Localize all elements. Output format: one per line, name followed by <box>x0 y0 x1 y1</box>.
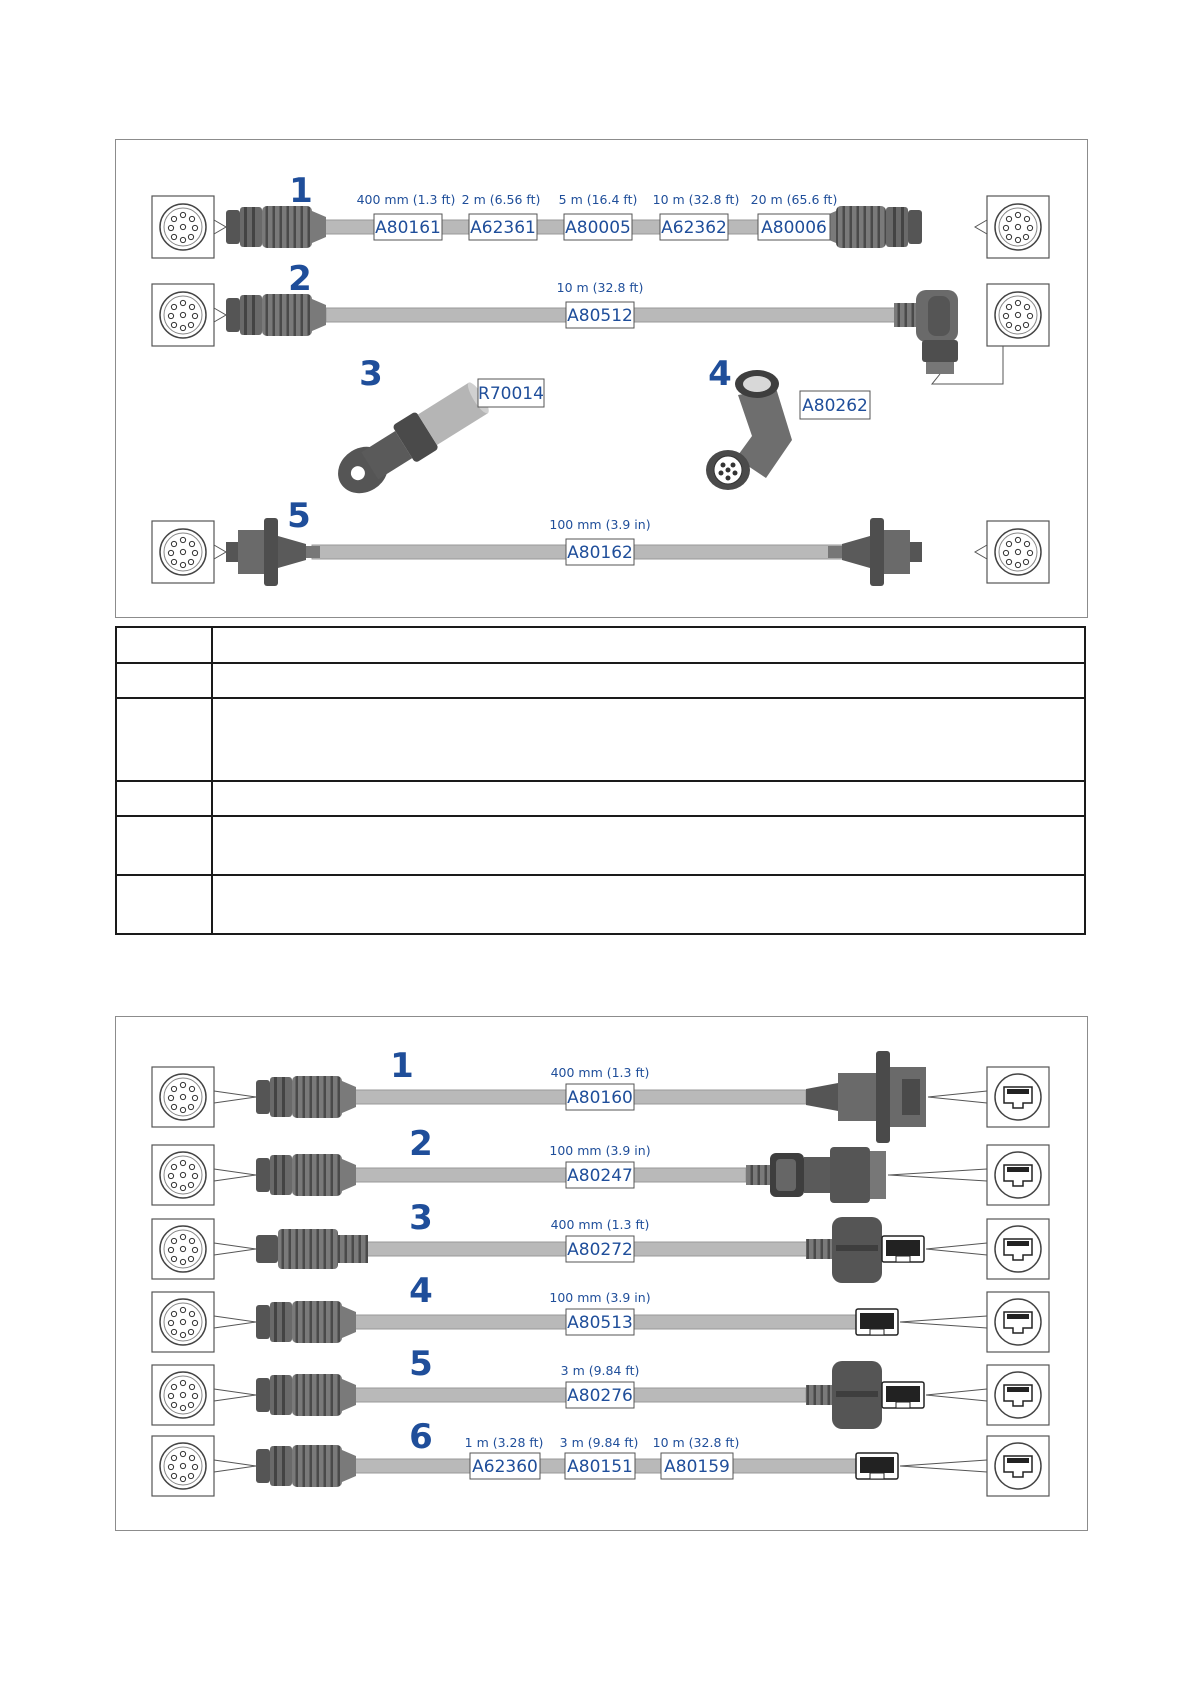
cable-5: 5 3 m (9.84 ft) A80276 <box>151 1344 1050 1429</box>
item-number: 1 <box>390 1046 414 1086</box>
plug-left <box>256 1374 356 1416</box>
plug-left <box>226 206 326 248</box>
part-number: A80160 <box>567 1088 633 1108</box>
item-number: 5 <box>287 496 311 536</box>
part-number: A80272 <box>567 1240 633 1260</box>
rj45-face <box>986 1435 1050 1497</box>
item-number: 2 <box>409 1124 433 1164</box>
table-row <box>115 626 1086 664</box>
table-row <box>115 662 1086 699</box>
connector-end-pin-face <box>986 520 1050 584</box>
part-number: A80162 <box>567 543 633 563</box>
plug-left <box>256 1301 356 1343</box>
plug-left <box>256 1076 356 1118</box>
cable-5: 5 100 mm (3.9 in) A80162 <box>151 496 1050 586</box>
rj45-panel-coupler <box>806 1051 926 1143</box>
part-number: A80513 <box>567 1313 633 1333</box>
rj45-gland-connector <box>746 1147 886 1203</box>
connector-end-pin-face <box>151 1291 215 1353</box>
rj45-face <box>986 1218 1050 1280</box>
cable-6: 6 1 m (3.28 ft) A62360 3 m (9.84 ft) A80… <box>151 1417 1050 1497</box>
connector-end-pin-face <box>151 283 215 347</box>
table-row <box>115 874 1086 935</box>
item-number: 1 <box>289 171 313 211</box>
figure-2-adaptor-cables: 1 400 mm (1.3 ft) A80160 2 100 mm (3.9 i… <box>115 1016 1088 1531</box>
rj45-boot-connector <box>806 1361 925 1429</box>
cable-2: 2 10 m (32.8 ft) A80512 <box>151 259 1050 385</box>
cable-length: 10 m (32.8 ft) <box>557 280 644 295</box>
item-number: 5 <box>409 1344 433 1384</box>
part-number: A80159 <box>664 1457 730 1477</box>
item-number: 3 <box>359 354 383 394</box>
connector-end-pin-face <box>151 520 215 584</box>
connector-end-pin-face <box>986 283 1050 347</box>
part-number: A80005 <box>565 218 631 238</box>
part-number: A80247 <box>567 1166 633 1186</box>
cable-length: 10 m (32.8 ft) <box>653 192 740 207</box>
part-number: A80161 <box>375 218 441 238</box>
part-number: A62361 <box>470 218 536 238</box>
cable-length: 400 mm (1.3 ft) <box>551 1217 650 1232</box>
figure-1-seatalk-cables: 1 400 mm (1.3 ft) A80161 2 m (6.56 ft) A… <box>115 139 1088 618</box>
item-number: 6 <box>409 1417 433 1457</box>
connector-end-pin-face <box>151 1435 215 1497</box>
cable-length: 400 mm (1.3 ft) <box>357 192 456 207</box>
connector-end-pin-face <box>151 1144 215 1206</box>
cable-2: 2 100 mm (3.9 in) A80247 <box>151 1124 1050 1206</box>
plug-left <box>256 1154 356 1196</box>
part-number: A80006 <box>761 218 827 238</box>
connector-end-pin-face <box>151 1066 215 1128</box>
cable-4: 4 100 mm (3.9 in) A80513 <box>151 1271 1050 1353</box>
cable-length: 100 mm (3.9 in) <box>549 1143 650 1158</box>
cable-length: 20 m (65.6 ft) <box>751 192 838 207</box>
cable-length: 3 m (9.84 ft) <box>561 1363 640 1378</box>
plug-left <box>256 1229 368 1269</box>
panel-mount-plug-right <box>828 518 922 586</box>
table-row <box>115 697 1086 782</box>
table-row <box>115 815 1086 876</box>
cable-length: 100 mm (3.9 in) <box>549 1290 650 1305</box>
cable-length: 5 m (16.4 ft) <box>559 192 638 207</box>
rj45-boot-connector <box>806 1217 925 1283</box>
right-angle-adaptor-4: 4 A80262 <box>706 354 871 490</box>
rj45-face <box>986 1066 1050 1128</box>
part-number: A62360 <box>472 1457 538 1477</box>
part-number: A80151 <box>567 1457 633 1477</box>
right-angle-plug <box>894 290 958 374</box>
rj45-face <box>986 1144 1050 1206</box>
part-number: A80276 <box>567 1386 633 1406</box>
rj45-plug <box>855 1452 899 1480</box>
cable-1: 1 400 mm (1.3 ft) A80161 2 m (6.56 ft) A… <box>151 171 1050 259</box>
connector-end-pin-face <box>986 195 1050 259</box>
connector-end-pin-face <box>151 1364 215 1426</box>
table-row <box>115 780 1086 817</box>
connector-cap-3: 3 R70014 <box>338 354 545 494</box>
item-number: 3 <box>409 1198 433 1238</box>
item-number: 2 <box>288 259 312 299</box>
plug-left <box>226 294 326 336</box>
cable-length: 400 mm (1.3 ft) <box>551 1065 650 1080</box>
rj45-face <box>986 1364 1050 1426</box>
plug-left <box>256 1445 356 1487</box>
cable-length: 10 m (32.8 ft) <box>653 1435 740 1450</box>
cable-length: 100 mm (3.9 in) <box>549 517 650 532</box>
cable-length: 3 m (9.84 ft) <box>560 1435 639 1450</box>
cable-length: 1 m (3.28 ft) <box>465 1435 544 1450</box>
part-number: R70014 <box>478 384 544 404</box>
connector-end-pin-face <box>151 195 215 259</box>
part-number: A80512 <box>567 306 633 326</box>
rj45-plug <box>855 1308 899 1336</box>
cable-description-table <box>115 626 1086 935</box>
cable-1: 1 400 mm (1.3 ft) A80160 <box>151 1046 1050 1143</box>
cable-3: 3 400 mm (1.3 ft) A80272 <box>151 1198 1050 1283</box>
part-number: A62362 <box>661 218 727 238</box>
rj45-face <box>986 1291 1050 1353</box>
part-number: A80262 <box>802 396 868 416</box>
cable-length: 2 m (6.56 ft) <box>462 192 541 207</box>
item-number: 4 <box>409 1271 433 1311</box>
connector-end-pin-face <box>151 1218 215 1280</box>
item-number: 4 <box>708 354 732 394</box>
plug-right <box>822 206 922 248</box>
